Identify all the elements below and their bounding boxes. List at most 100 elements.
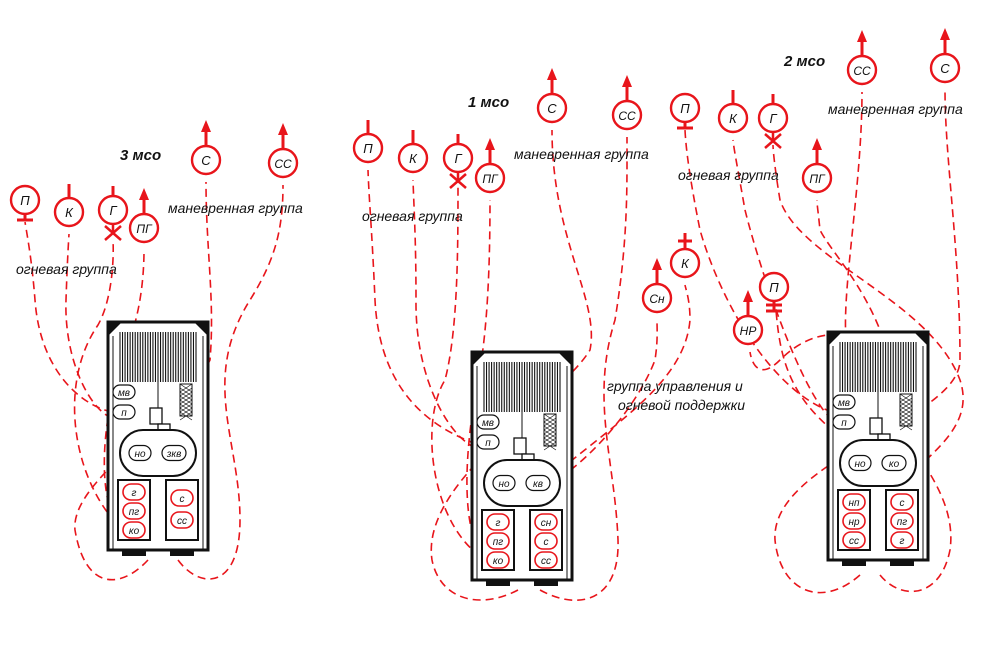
vehicle-pill: кв [525, 474, 551, 492]
svg-text:п: п [121, 408, 127, 419]
seat-right: пг [890, 512, 914, 530]
svg-text:мв: мв [482, 418, 494, 429]
svg-text:но: но [854, 459, 866, 470]
soldier-label: К [65, 205, 74, 220]
soldier-label: С [201, 153, 211, 168]
vehicle-pill: мв [476, 414, 500, 430]
arrow-icon [547, 68, 557, 80]
svg-text:пг: пг [493, 537, 504, 548]
seat-left: сс [842, 531, 866, 549]
movement-path [775, 309, 846, 441]
movement-path [24, 221, 113, 413]
seat-left: пг [122, 502, 146, 520]
vehicle-pill: п [112, 404, 136, 420]
soldier-3-5: С [929, 28, 961, 84]
fire-group-label-2: огневая группа [678, 167, 779, 183]
fire-group-label-1: огневая группа [362, 208, 463, 224]
maneuver-group-label-3: маневренная группа [168, 200, 303, 216]
svg-text:сн: сн [541, 518, 552, 529]
soldier-2-2: Г [442, 134, 474, 189]
soldier-3-3: ПГ [801, 138, 833, 194]
svg-text:пг: пг [129, 507, 140, 518]
fire-group-label-3: огневая группа [16, 261, 117, 277]
soldier-3-0: П [669, 92, 701, 130]
soldier-2-7: К [669, 233, 701, 279]
support-group-label-line2: огневой поддержки [618, 397, 746, 413]
soldier-3-7: П [758, 271, 790, 313]
arrow-icon [940, 28, 950, 40]
arrow-icon [201, 120, 211, 132]
soldier-1-4: С [190, 120, 222, 176]
soldier-1-3: ПГ [128, 188, 160, 244]
svg-text:нр: нр [848, 517, 860, 528]
maneuver-group-label-1: маневренная группа [514, 146, 649, 162]
squad-title-1: 1 мсо [468, 94, 510, 111]
movement-path [73, 239, 116, 523]
arrow-icon [812, 138, 822, 150]
seat-right: с [170, 489, 194, 507]
soldier-2-1: К [397, 130, 429, 174]
movement-path [431, 179, 481, 557]
svg-text:мв: мв [118, 388, 130, 399]
svg-text:с: с [544, 537, 549, 548]
engine-grille [483, 362, 561, 412]
movement-path [177, 184, 284, 580]
maneuver-group-label-2: маневренная группа [828, 101, 963, 117]
svg-text:г: г [132, 488, 137, 499]
svg-text:пг: пг [897, 517, 908, 528]
soldier-label: Г [454, 151, 462, 166]
arrow-icon [652, 258, 662, 270]
arrow-icon [743, 290, 753, 302]
vehicle-pill: ко [881, 454, 907, 472]
seat-right: с [890, 493, 914, 511]
svg-text:г: г [496, 518, 501, 529]
soldier-1-5: СС [267, 123, 299, 179]
svg-text:зкв: зкв [166, 449, 182, 460]
support-group-label: группа управления и [607, 378, 743, 394]
soldier-3-6: НР [732, 290, 764, 346]
soldier-3-4: СС [846, 30, 878, 86]
movement-path [559, 319, 658, 479]
soldier-label: С [940, 61, 950, 76]
svg-text:с: с [900, 498, 905, 509]
arrow-icon [622, 75, 632, 87]
soldier-label: К [729, 111, 738, 126]
movement-path [412, 179, 477, 449]
soldier-label: П [363, 141, 373, 156]
seat-left: нп [842, 493, 866, 511]
soldier-label: П [680, 101, 690, 116]
svg-text:нп: нп [848, 498, 860, 509]
soldier-label: П [769, 280, 779, 295]
svg-text:сс: сс [541, 556, 551, 567]
svg-text:п: п [485, 438, 491, 449]
soldier-3-1: К [717, 90, 749, 134]
svg-text:п: п [841, 418, 847, 429]
soldier-2-6: Сн [641, 258, 673, 314]
squad-title-3: 3 мсо [120, 147, 162, 164]
soldier-label: НР [740, 324, 757, 338]
vehicle-pill: мв [112, 384, 136, 400]
soldier-label: С [547, 101, 557, 116]
movement-path [539, 136, 628, 602]
arrow-icon [485, 138, 495, 150]
soldier-2-0: П [352, 120, 384, 164]
soldier-label: К [681, 256, 690, 271]
svg-text:ко: ко [493, 556, 504, 567]
soldier-label: СС [274, 157, 292, 171]
svg-text:сс: сс [849, 536, 859, 547]
soldier-label: ПГ [136, 222, 153, 236]
seat-right: г [890, 531, 914, 549]
soldier-2-5: СС [611, 75, 643, 131]
arrow-icon [278, 123, 288, 135]
arrow-icon [139, 188, 149, 200]
vehicle-pill: зкв [161, 444, 187, 462]
vehicle-pill: но [128, 444, 152, 462]
soldier-label: СС [853, 64, 871, 78]
seat-right: с [534, 532, 558, 550]
movement-path [732, 139, 833, 421]
engine-grille [119, 332, 197, 382]
movement-path [684, 129, 833, 413]
seat-left: ко [486, 551, 510, 569]
